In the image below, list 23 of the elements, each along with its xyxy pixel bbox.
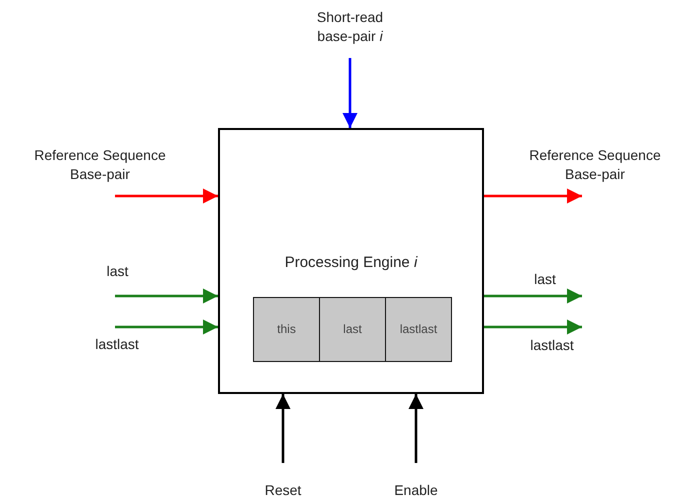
arrow xyxy=(484,288,582,304)
signal-label: Short-read base-pair i xyxy=(305,8,395,46)
arrow xyxy=(408,394,424,463)
signal-label: lastlast xyxy=(80,335,154,354)
register-cell: last xyxy=(319,297,386,362)
signal-label: Reference Sequence Base-pair xyxy=(25,146,175,186)
signal-label: Reference Sequence Base-pair xyxy=(515,146,675,186)
register-cell: this xyxy=(253,297,320,362)
signal-label: lastlast xyxy=(515,336,589,355)
signal-label: last xyxy=(95,262,140,281)
arrow xyxy=(115,188,218,204)
arrow xyxy=(484,188,582,204)
signal-label: Enable xyxy=(386,481,446,500)
arrow xyxy=(276,394,290,463)
register-cell: lastlast xyxy=(385,297,452,362)
arrow xyxy=(115,320,218,334)
signal-label: last xyxy=(520,270,570,289)
engine-title: Processing Engine i xyxy=(284,254,419,271)
arrow xyxy=(484,320,582,334)
arrow xyxy=(342,58,358,128)
arrow xyxy=(115,288,218,304)
processing-engine-box xyxy=(218,128,484,394)
signal-label: Reset xyxy=(258,481,308,500)
